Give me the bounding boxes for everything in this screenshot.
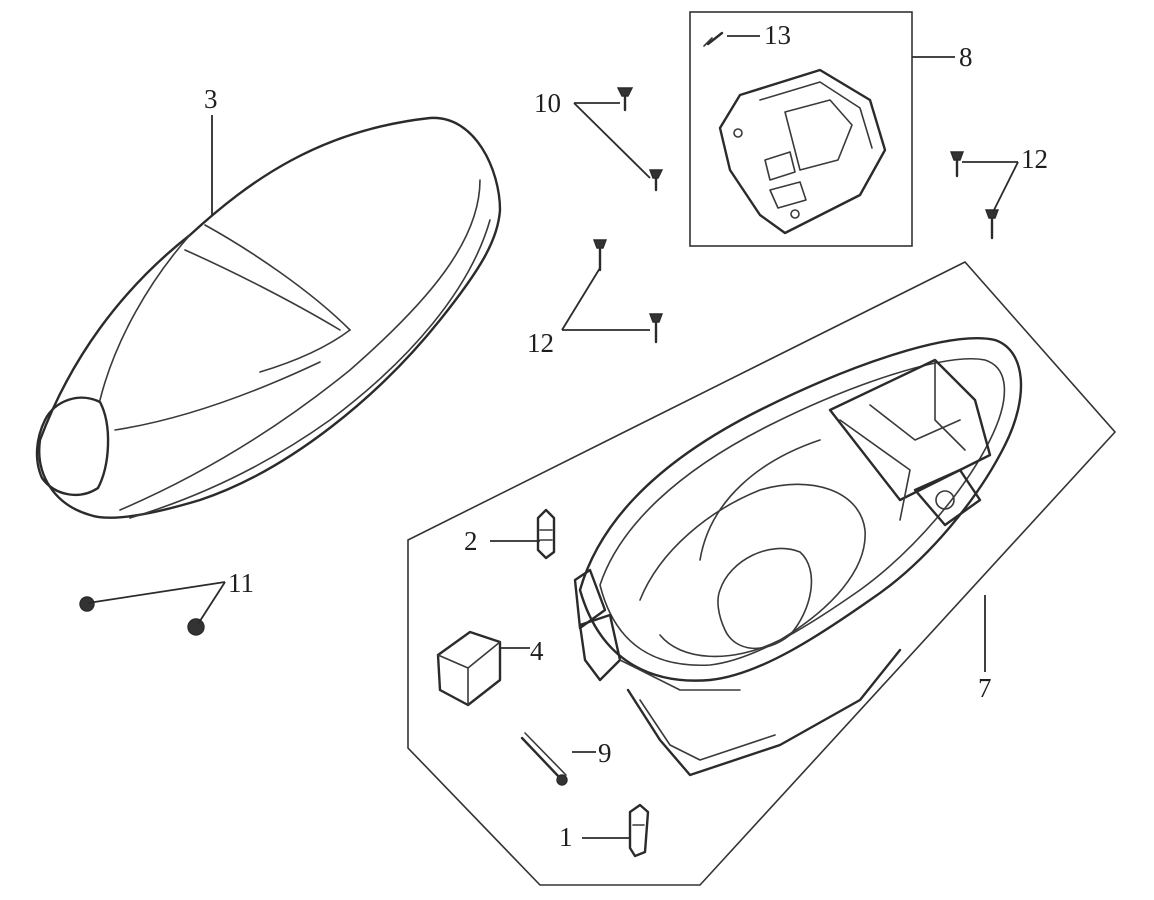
- nut-icon: [79, 596, 205, 636]
- screw-icon: [616, 87, 664, 192]
- battery-tray-icon: [718, 68, 887, 235]
- callout-8: 8: [959, 42, 973, 72]
- callout-7: 7: [978, 673, 992, 703]
- callout-labels: 3 10 13 8 12 12 2 4 9 1 11 7: [204, 20, 1048, 852]
- leader-lines: [87, 35, 1019, 839]
- clip-icon: [536, 508, 556, 560]
- bolt-icon-right: [949, 151, 1000, 240]
- callout-2: 2: [464, 526, 478, 556]
- callout-frame-8: [689, 11, 913, 247]
- rubber-block-icon: [436, 630, 502, 707]
- callout-12-center: 12: [527, 328, 554, 358]
- bolt-icon-center: [592, 239, 664, 344]
- callout-13: 13: [764, 20, 791, 50]
- helmet-box-icon: [573, 337, 1023, 777]
- callout-frame-7: [407, 261, 1117, 886]
- callout-4: 4: [530, 636, 544, 666]
- callout-3: 3: [204, 84, 218, 114]
- callout-12-top-right: 12: [1021, 144, 1048, 174]
- callout-11: 11: [228, 568, 254, 598]
- pin-icon: [703, 31, 724, 47]
- callout-9: 9: [598, 738, 612, 768]
- callout-1: 1: [559, 822, 573, 852]
- seat-icon: [35, 116, 502, 519]
- callout-10: 10: [534, 88, 561, 118]
- bolt-icon: [520, 732, 568, 786]
- clip-icon-small: [628, 803, 650, 858]
